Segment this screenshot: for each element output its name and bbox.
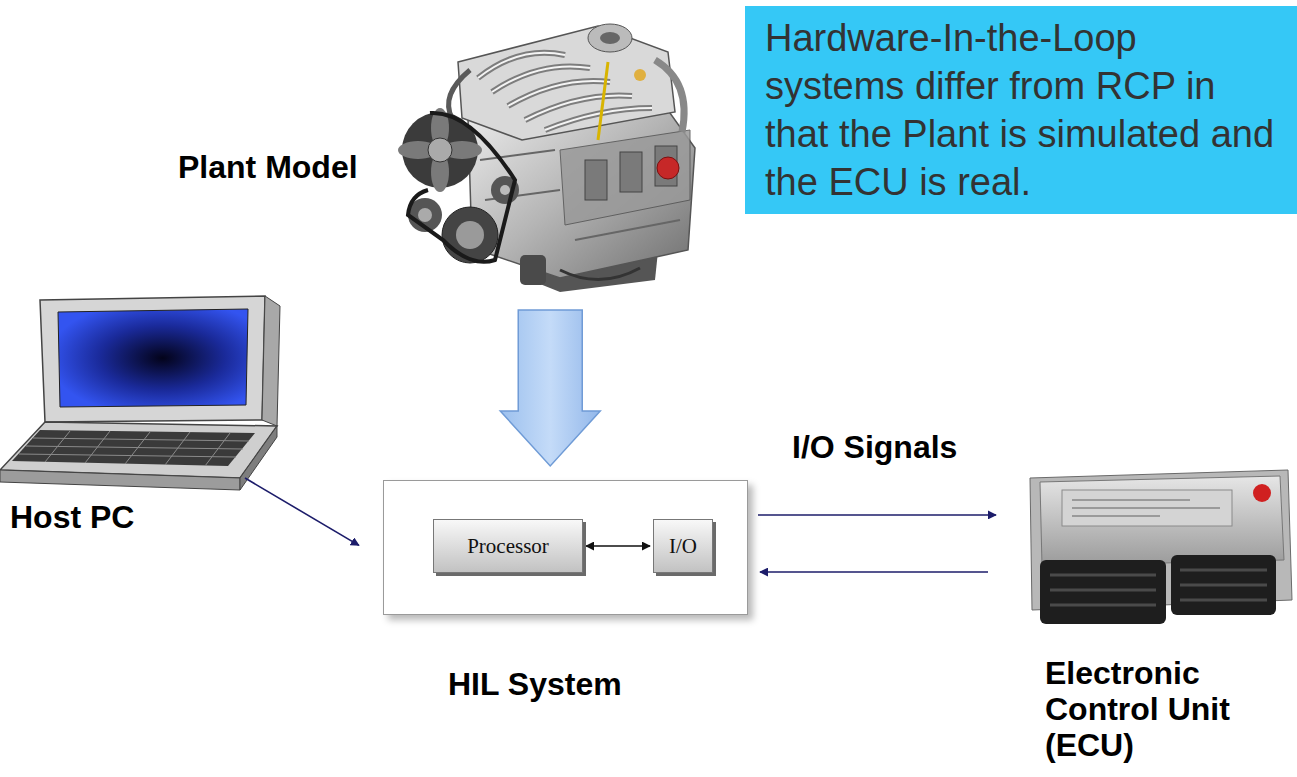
- node-label: Host PC: [10, 500, 255, 536]
- plant-model: Plant Model: [175, 0, 705, 305]
- hil-system-box: HIL SystemProcessorI/O: [383, 480, 748, 615]
- engine-illustration-part: [657, 157, 679, 179]
- engine-illustration-part: [508, 81, 610, 106]
- engine-illustration-part: [408, 113, 515, 262]
- node-label: Hardware-In-the-Loop systems differ from…: [765, 14, 1279, 206]
- node-label: Electronic Control Unit (ECU): [1045, 656, 1245, 763]
- node-label: HIL System: [448, 667, 811, 703]
- ecu-illustration-part: [1072, 515, 1160, 517]
- internal-link: [586, 545, 650, 547]
- engine-illustration-part: [418, 208, 432, 222]
- engine-illustration-part: [442, 207, 498, 263]
- node-label: Plant Model: [178, 150, 708, 186]
- engine-illustration: [398, 24, 695, 292]
- ecu-illustration-part: [1072, 499, 1190, 501]
- host-pc: Host PC: [0, 295, 245, 545]
- ecu-illustration-part: [1180, 584, 1267, 587]
- engine-illustration-part: [508, 81, 610, 106]
- ecu-illustration-part: [1050, 589, 1156, 592]
- engine-illustration-part: [620, 152, 642, 192]
- ecu-illustration-part: [1171, 555, 1276, 615]
- ecu-illustration-part: [1040, 560, 1166, 624]
- engine-illustration-part: [478, 53, 565, 78]
- engine-illustration-part: [575, 220, 680, 240]
- engine-illustration-part: [560, 268, 640, 280]
- ecu-unit: Electronic Control Unit (ECU): [1000, 465, 1297, 770]
- node-label: Processor: [467, 534, 549, 559]
- engine-illustration-part: [560, 130, 690, 225]
- engine-illustration-part: [456, 221, 484, 249]
- ecu-illustration-part: [1180, 599, 1267, 602]
- note-callout: Hardware-In-the-Loop systems differ from…: [745, 6, 1297, 214]
- connectors: [245, 310, 996, 572]
- ecu-illustration-part: [1050, 574, 1156, 577]
- model-load-arrow: [500, 310, 600, 466]
- engine-illustration-part: [525, 96, 632, 121]
- engine-illustration-part: [428, 138, 452, 162]
- host-link: [245, 478, 359, 545]
- laptop-illustration-part: [40, 296, 265, 422]
- ecu-illustration: [1030, 470, 1292, 624]
- edge-label: I/O Signals: [790, 430, 959, 466]
- processor-box: Processor: [433, 519, 583, 573]
- engine-illustration-part: [585, 160, 607, 200]
- laptop-illustration-part: [165, 432, 190, 465]
- engine-illustration-part: [480, 150, 555, 160]
- laptop-illustration-part: [240, 426, 277, 490]
- engine-illustration-part: [588, 24, 632, 52]
- laptop-illustration-part: [26, 446, 243, 449]
- ecu-illustration-part: [1072, 507, 1220, 509]
- ecu-illustration-part: [1040, 476, 1284, 566]
- laptop-illustration: [0, 296, 280, 490]
- laptop-illustration-part: [45, 431, 70, 462]
- laptop-illustration-part: [205, 433, 230, 466]
- laptop-illustration-part: [0, 422, 277, 478]
- signal-in: [760, 571, 988, 573]
- engine-illustration-part: [634, 69, 646, 81]
- laptop-illustration-part: [85, 431, 110, 463]
- io-box: I/O: [653, 519, 713, 573]
- node-label: I/O: [669, 534, 697, 559]
- laptop-illustration-part: [0, 470, 240, 490]
- laptop-illustration-part: [12, 430, 255, 466]
- engine-illustration-part: [600, 32, 620, 44]
- laptop-illustration-part: [58, 309, 248, 407]
- engine-illustration-part: [655, 60, 684, 132]
- engine-illustration-part: [500, 185, 510, 195]
- ecu-illustration-part: [1050, 604, 1156, 607]
- signal-out: [758, 514, 996, 516]
- ecu-illustration-part: [1253, 484, 1271, 502]
- engine-illustration-part: [492, 66, 590, 92]
- engine-illustration-part: [449, 70, 470, 118]
- engine-illustration-part: [598, 62, 608, 140]
- laptop-illustration-part: [262, 296, 280, 426]
- engine-illustration-part: [458, 26, 675, 140]
- ecu-illustration-part: [1180, 569, 1267, 572]
- ecu-illustration-part: [1062, 490, 1232, 526]
- engine-illustration-part: [520, 255, 546, 285]
- laptop-illustration-part: [33, 438, 249, 441]
- laptop-illustration-part: [125, 432, 150, 464]
